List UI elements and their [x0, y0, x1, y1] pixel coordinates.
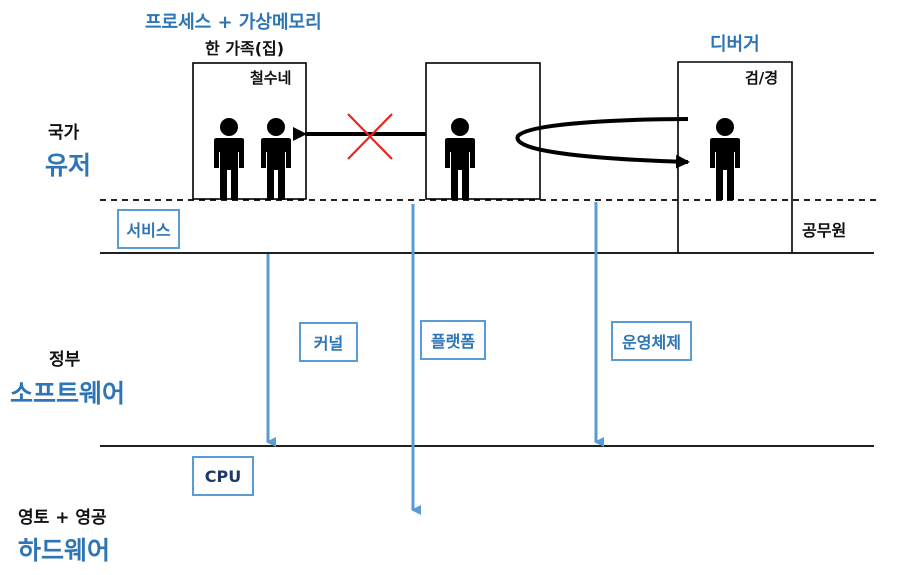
- software-layer-sub: 정부: [49, 350, 81, 370]
- person-icon: [710, 118, 740, 200]
- platform-tag: 플랫폼: [420, 320, 486, 360]
- hardware-layer-main: 하드웨어: [18, 536, 111, 565]
- official-label: 공무원: [802, 221, 847, 240]
- process-subtitle: 한 가족(집): [205, 39, 285, 58]
- software-layer-main: 소프트웨어: [10, 379, 126, 408]
- cross-icon: [347, 113, 393, 160]
- service-tag: 서비스: [117, 209, 180, 249]
- user-layer-main: 유저: [45, 151, 92, 180]
- process-box: [425, 62, 541, 200]
- person-icon: [214, 118, 244, 200]
- debugger-title: 디버거: [710, 34, 760, 55]
- kernel-tag: 커널: [299, 322, 358, 362]
- debugger-attach-arrow: [515, 117, 690, 169]
- hardware-layer-sub: 영토 + 영공: [18, 508, 107, 528]
- os-tag: 운영체제: [611, 321, 692, 361]
- user-layer-sub: 국가: [48, 123, 80, 143]
- process-title: 프로세스 + 가상메모리: [145, 12, 322, 33]
- cpu-tag: CPU: [192, 456, 254, 496]
- person-icon: [261, 118, 291, 200]
- debugger-box-label: 검/경: [745, 69, 779, 87]
- person-icon: [445, 118, 475, 200]
- family-box-label: 철수네: [250, 69, 292, 87]
